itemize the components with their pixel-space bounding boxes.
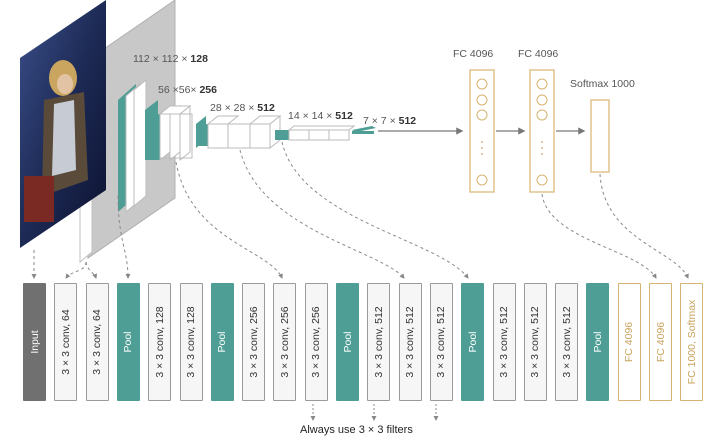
layer-block-2-conv: 3 × 3 conv, 64 xyxy=(54,283,78,401)
layer-label: 3 × 3 conv, 256 xyxy=(247,306,260,378)
dashed-connectors xyxy=(31,141,689,279)
layer-label: 3 × 3 conv, 128 xyxy=(185,306,197,378)
photo-person xyxy=(24,60,88,222)
layer-block-1-input: Input xyxy=(23,283,46,401)
fc1-column xyxy=(469,69,495,193)
layer-label: 3 × 3 conv, 512 xyxy=(372,306,385,378)
fc2-label: FC 4096 xyxy=(518,48,558,60)
layer-label: 3 × 3 conv, 512 xyxy=(404,306,417,378)
layer-label: Pool xyxy=(591,331,604,353)
layer-block-14-conv: 3 × 3 conv, 512 xyxy=(429,283,453,401)
layer-label: 3 × 3 conv, 256 xyxy=(278,306,291,378)
layer-label: 3 × 3 conv, 512 xyxy=(435,306,448,378)
size-label-512a: 28 × 28 × 512 xyxy=(210,102,275,114)
layer-label: FC 1000, Softmax xyxy=(685,299,698,385)
layer-block-21-fc: FC 4096 xyxy=(649,283,672,401)
conv-block-128 xyxy=(118,78,147,214)
layer-label: 3 × 3 conv, 512 xyxy=(498,306,510,378)
layer-block-6-conv: 3 × 3 conv, 128 xyxy=(179,283,203,401)
input-image-stack xyxy=(20,0,176,264)
layer-block-20-fc: FC 4096 xyxy=(617,283,641,401)
layer-block-3-conv: 3 × 3 conv, 64 xyxy=(85,283,109,401)
footnote-emph: 3 × 3 xyxy=(358,424,384,436)
layer-label: Input xyxy=(28,330,41,354)
layer-block-16-conv: 3 × 3 conv, 512 xyxy=(492,283,516,401)
layer-label: 3 × 3 conv, 512 xyxy=(560,306,573,378)
softmax-column xyxy=(590,99,610,173)
layer-label: FC 4096 xyxy=(654,321,667,363)
layer-block-15-pool: Pool xyxy=(461,283,485,401)
conv-block-512b xyxy=(275,125,356,141)
layer-label: 3 × 3 conv, 64 xyxy=(91,309,104,375)
layer-block-19-pool: Pool xyxy=(586,283,610,401)
footnote-suffix: filters xyxy=(383,424,413,436)
layer-label: 3 × 3 conv, 64 xyxy=(59,309,72,375)
fc2-column xyxy=(529,69,555,193)
layer-block-5-conv: 3 × 3 conv, 128 xyxy=(148,283,172,401)
conv-block-512a xyxy=(196,114,282,150)
footnote: Always use 3 × 3 filters xyxy=(300,424,413,436)
layer-block-18-conv: 3 × 3 conv, 512 xyxy=(555,283,579,401)
layer-block-22-fc: FC 1000, Softmax xyxy=(680,283,704,401)
layer-block-12-conv: 3 × 3 conv, 512 xyxy=(367,283,391,401)
layer-block-8-conv: 3 × 3 conv, 256 xyxy=(242,283,266,401)
softmax-label: Softmax 1000 xyxy=(570,78,635,90)
conv-block-256 xyxy=(145,100,193,162)
layer-label: FC 4096 xyxy=(623,321,636,363)
footnote-prefix: Always use xyxy=(300,424,359,436)
footnote-pointers xyxy=(310,404,439,421)
layer-block-9-conv: 3 × 3 conv, 256 xyxy=(273,283,297,401)
layer-label: Pool xyxy=(341,331,354,353)
layer-label: Pool xyxy=(122,331,135,353)
fc1-label: FC 4096 xyxy=(453,48,493,60)
layer-block-4-pool: Pool xyxy=(116,283,140,401)
layer-block-7-pool: Pool xyxy=(210,283,234,401)
size-label-256: 56 ×56× 256 xyxy=(158,84,217,96)
layer-block-11-pool: Pool xyxy=(336,283,359,401)
layer-label: Pool xyxy=(466,331,479,353)
layer-block-13-conv: 3 × 3 conv, 512 xyxy=(398,283,422,401)
layer-label: Pool xyxy=(216,331,229,353)
layer-label: 3 × 3 conv, 512 xyxy=(529,306,542,378)
layer-label: 3 × 3 conv, 256 xyxy=(310,306,323,378)
size-label-128: 112 × 112 × 128 xyxy=(133,53,208,65)
layer-block-10-conv: 3 × 3 conv, 256 xyxy=(304,283,328,401)
size-label-512b: 14 × 14 × 512 xyxy=(288,110,353,122)
pool-output-block xyxy=(352,126,376,134)
layer-block-17-conv: 3 × 3 conv, 512 xyxy=(523,283,547,401)
size-label-512c: 7 × 7 × 512 xyxy=(363,115,416,127)
layer-label: 3 × 3 conv, 128 xyxy=(153,306,166,378)
